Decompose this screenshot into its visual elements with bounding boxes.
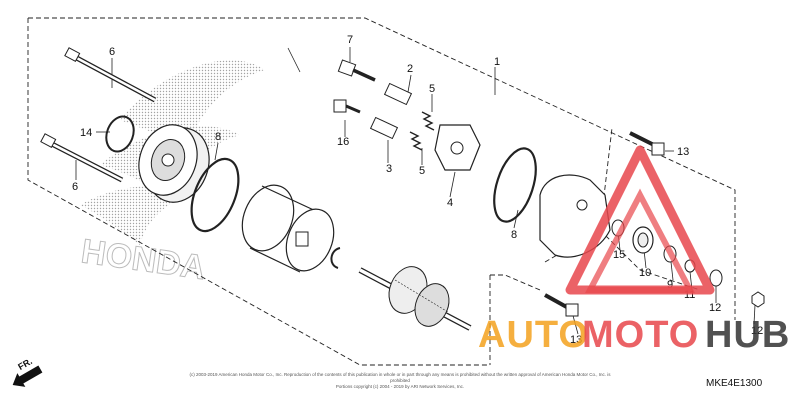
screw-16 (333, 99, 361, 114)
circlip (330, 247, 341, 269)
callout-15: 15 (613, 249, 625, 261)
callout-13-upper: 13 (677, 146, 689, 158)
rear-cover (539, 174, 611, 258)
watermark-auto: AUTO (478, 314, 589, 356)
nut-12-upper (709, 269, 723, 287)
copyright-line-1: (c) 2003-2019 American Honda Motor Co., … (189, 372, 611, 383)
bolt-13-lower (544, 293, 579, 317)
diagram-code: MKE4E1300 (706, 378, 763, 389)
callout-6-lower: 6 (72, 181, 78, 193)
callout-2: 2 (407, 63, 413, 75)
copyright-line-2: Portions copyright (c) 2004 - 2019 by AR… (335, 384, 465, 389)
o-ring-small (105, 115, 135, 153)
watermark-moto: MOTO (582, 314, 699, 356)
long-bolt-upper (64, 47, 157, 103)
callout-5-lower: 5 (419, 165, 425, 177)
armature (358, 266, 472, 331)
nut-12-lower (751, 291, 765, 308)
screw-7 (337, 59, 376, 82)
callout-5-upper: 5 (429, 83, 435, 95)
callout-labels: 1 2 3 4 5 5 6 6 7 8 8 9 10 11 12 12 13 1… (72, 34, 763, 346)
callout-12-lower: 12 (751, 325, 763, 337)
callout-6-upper: 6 (109, 46, 115, 58)
o-ring-front (190, 157, 240, 233)
motor-yoke (240, 184, 335, 275)
watermark-hub: HUB (705, 314, 790, 356)
gear-10 (632, 226, 654, 254)
spring-upper (421, 111, 435, 131)
callout-16: 16 (337, 136, 349, 148)
callout-10: 10 (639, 267, 651, 279)
honda-wordmark: HONDA (79, 232, 208, 287)
brush-terminal-2 (383, 82, 413, 106)
fr-label: FR. (16, 356, 34, 372)
callout-7: 7 (347, 34, 353, 46)
callout-8-front: 8 (215, 131, 221, 143)
long-bolt-lower (40, 133, 124, 183)
callout-3: 3 (386, 163, 392, 175)
callout-8-rear: 8 (511, 229, 517, 241)
callout-11: 11 (684, 289, 695, 301)
front-direction-arrow: FR. (12, 356, 43, 387)
brush-terminal-3 (369, 116, 399, 140)
callout-4: 4 (447, 197, 453, 209)
callout-9: 9 (667, 279, 673, 291)
automotohub-watermark: AUTO MOTO HUB (478, 145, 790, 356)
callout-13-lower: 13 (570, 334, 582, 346)
callout-12-upper: 12 (709, 302, 721, 314)
callout-14: 14 (80, 127, 92, 139)
copyright-notice: (c) 2003-2019 American Honda Motor Co., … (180, 372, 620, 390)
o-ring-rear (493, 147, 537, 223)
brush-holder-4 (434, 124, 481, 171)
front-cover (138, 124, 210, 203)
bolt-13-upper (629, 131, 665, 156)
spring-lower (409, 131, 423, 151)
callout-1: 1 (494, 56, 500, 68)
